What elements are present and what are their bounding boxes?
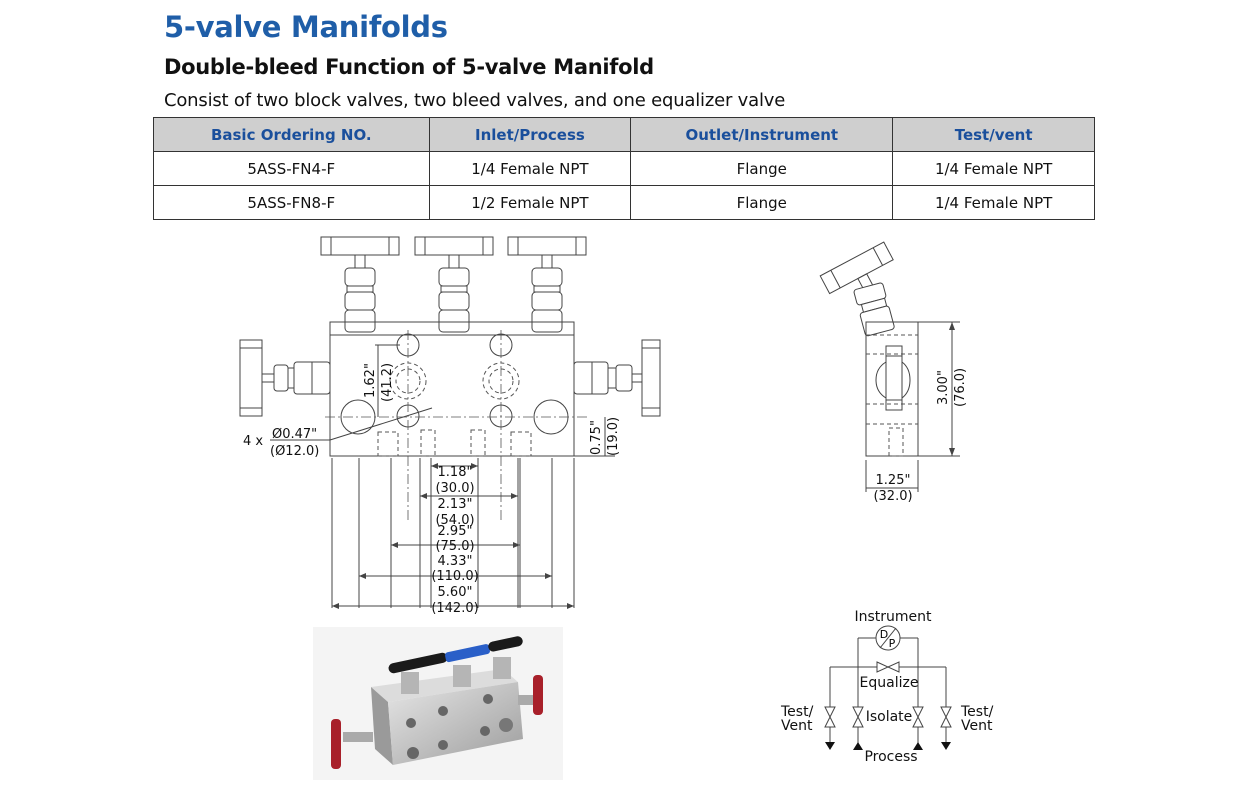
table-header-row: Basic Ordering NO. Inlet/Process Outlet/… [153,117,1095,152]
valve-schematic [824,625,952,750]
dim-1-mm: (30.0) [435,481,474,496]
dim-vertical-in: 1.62" [363,363,378,398]
schematic-test-vent-right-2: Vent [961,718,993,734]
dim-3-mm: (75.0) [435,539,474,554]
column-header-outlet: Outlet/Instrument [630,117,894,152]
column-header-inlet: Inlet/Process [428,117,632,152]
dim-5-mm: (142.0) [431,601,478,616]
vent-arrow-icon [825,742,835,750]
side-view-drawing [819,241,960,492]
cell-test-vent: 1/4 Female NPT [892,151,1095,186]
cell-inlet: 1/2 Female NPT [428,185,632,220]
hole-dia-mm-label: (Ø12.0) [270,444,319,459]
dim-bottom-in: 0.75" [589,420,604,455]
dim-3-in: 2.95" [438,524,473,539]
vent-valve-icon [824,706,836,728]
hole-dia-in-label: Ø0.47" [272,427,317,442]
side-width-in: 1.25" [876,473,911,488]
schematic-test-vent-right-1: Test/ [960,704,994,720]
side-width-mm: (32.0) [873,489,912,504]
dim-4-in: 4.33" [438,554,473,569]
column-header-test-vent: Test/vent [892,117,1095,152]
cell-outlet: Flange [630,185,894,220]
schematic-isolate-label: Isolate [866,709,913,725]
schematic-instrument-label: Instrument [854,609,932,625]
table-row: 5ASS-FN8-F 1/2 Female NPT Flange 1/4 Fem… [153,185,1095,220]
hole-qty-label: 4 x [243,434,263,449]
process-arrow-icon [853,742,863,750]
left-side-valve [239,339,331,417]
cell-ordering-no: 5ASS-FN8-F [153,185,430,220]
bottom-dimensions [331,458,575,609]
equalize-valve-icon [876,661,900,673]
schematic-test-vent-left-2: Vent [781,718,813,734]
right-side-valve [573,339,661,417]
dim-2-in: 2.13" [438,497,473,512]
cell-test-vent: 1/4 Female NPT [892,185,1095,220]
top-valve [320,236,400,333]
schematic-process-label: Process [864,749,917,765]
side-height-in: 3.00" [936,370,951,405]
top-valve [414,236,494,333]
dim-1-in: 1.18" [438,465,473,480]
dim-5-in: 5.60" [438,585,473,600]
dim-bottom-mm: (19.0) [606,417,621,456]
process-arrow-icon [913,742,923,750]
manifold-photo-illustration [331,636,543,769]
side-height-mm: (76.0) [953,368,968,407]
dim-4-mm: (110.0) [431,569,478,584]
vent-arrow-icon [941,742,951,750]
page-title: 5-valve Manifolds [164,10,448,44]
top-valve [507,236,587,333]
ordering-table: Basic Ordering NO. Inlet/Process Outlet/… [153,117,1095,220]
column-header-ordering-no: Basic Ordering NO. [153,117,430,152]
cell-outlet: Flange [630,151,894,186]
isolate-valve-icon [852,706,864,728]
product-photo [313,627,563,780]
dp-top-letter: D [880,628,888,641]
top-valve-group [320,236,587,333]
cell-ordering-no: 5ASS-FN4-F [153,151,430,186]
section-subtitle: Double-bleed Function of 5-valve Manifol… [164,55,654,79]
dp-bottom-letter: P [889,637,896,650]
dim-2-mm: (54.0) [435,513,474,528]
vent-valve-icon [940,706,952,728]
isolate-valve-icon [912,706,924,728]
schematic-equalize-label: Equalize [860,675,919,691]
schematic-test-vent-left-1: Test/ [780,704,814,720]
section-description: Consist of two block valves, two bleed v… [164,90,786,111]
dim-vertical-mm: (41.2) [380,363,395,402]
